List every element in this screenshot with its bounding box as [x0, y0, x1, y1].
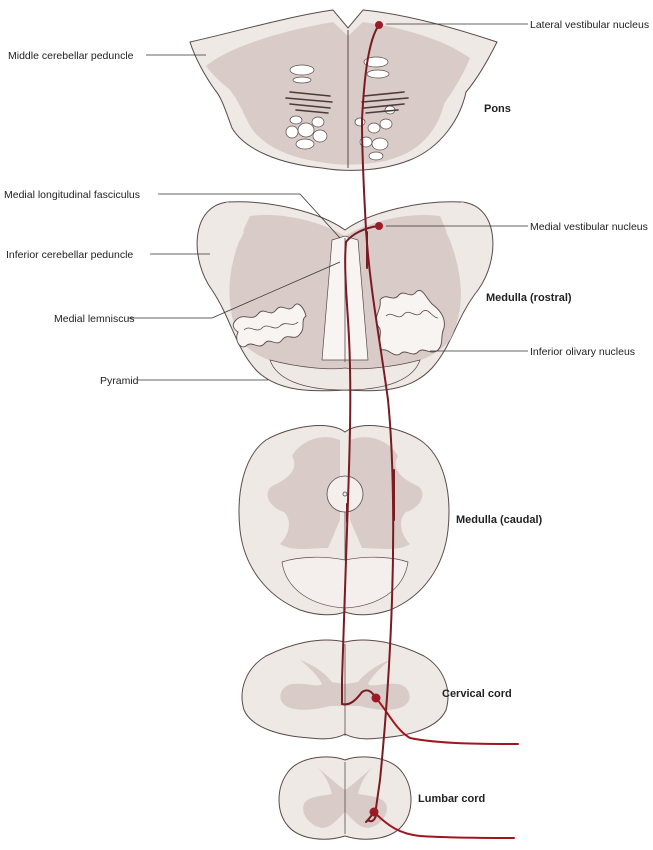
medial-vestibular-nucleus-dot [375, 222, 383, 230]
vestibulospinal-tracts [341, 21, 519, 839]
medulla-caudal-section [238, 425, 450, 616]
pontine-transverse-fibers [285, 91, 409, 114]
cervical-termination [341, 689, 377, 706]
medulla-caudal-grey-left [267, 437, 340, 549]
medulla-rostral-label: Medulla (rostral) [486, 292, 572, 304]
middle-cerebellar-peduncle-label: Middle cerebellar peduncle [8, 50, 134, 62]
central-canal-area [326, 475, 364, 513]
pyramid-label: Pyramid [100, 375, 139, 387]
inferior-cerebellar-peduncle-right [446, 202, 486, 280]
lateral-vestibulospinal-tract [361, 24, 395, 809]
olivary-squiggle-left [243, 321, 299, 331]
inferior-olivary-nucleus-left [232, 303, 307, 348]
medial-vestibular-nucleus-label: Medial vestibular nucleus [530, 221, 648, 233]
cervical-cord-label: Cervical cord [442, 688, 512, 700]
inferior-cerebellar-peduncle-label: Inferior cerebellar peduncle [6, 249, 133, 261]
medulla-rostral-section [196, 201, 494, 392]
lumbar-cord-section [278, 756, 412, 840]
cervical-cord-section [241, 639, 449, 740]
lumbar-cord-label: Lumbar cord [418, 793, 485, 805]
pons-tegmentum [206, 22, 470, 165]
inferior-olivary-nucleus-label: Inferior olivary nucleus [530, 346, 635, 358]
medulla-caudal-label: Medulla (caudal) [456, 514, 543, 526]
lateral-vestibular-nucleus-dot [375, 21, 383, 29]
inferior-cerebellar-peduncle-left [204, 202, 244, 280]
medial-lemniscus-label: Medial lemniscus [54, 313, 135, 325]
pontine-nuclei-right [285, 56, 396, 161]
pons-label: Pons [484, 103, 511, 115]
medulla-caudal-grey-right [350, 437, 423, 549]
central-canal [342, 491, 348, 497]
medial-vestibulospinal-tract [341, 225, 379, 705]
lateral-vestibular-nucleus-label: Lateral vestibular nucleus [530, 19, 649, 31]
lumbar-ventral-root [373, 811, 515, 839]
cervical-ventral-root [375, 697, 519, 745]
medial-longitudinal-fasciculus-label: Medial longitudinal fasciculus [4, 189, 140, 201]
olivary-squiggle-right [385, 310, 439, 319]
pons-section [189, 9, 498, 171]
leader-lines [128, 23, 528, 381]
